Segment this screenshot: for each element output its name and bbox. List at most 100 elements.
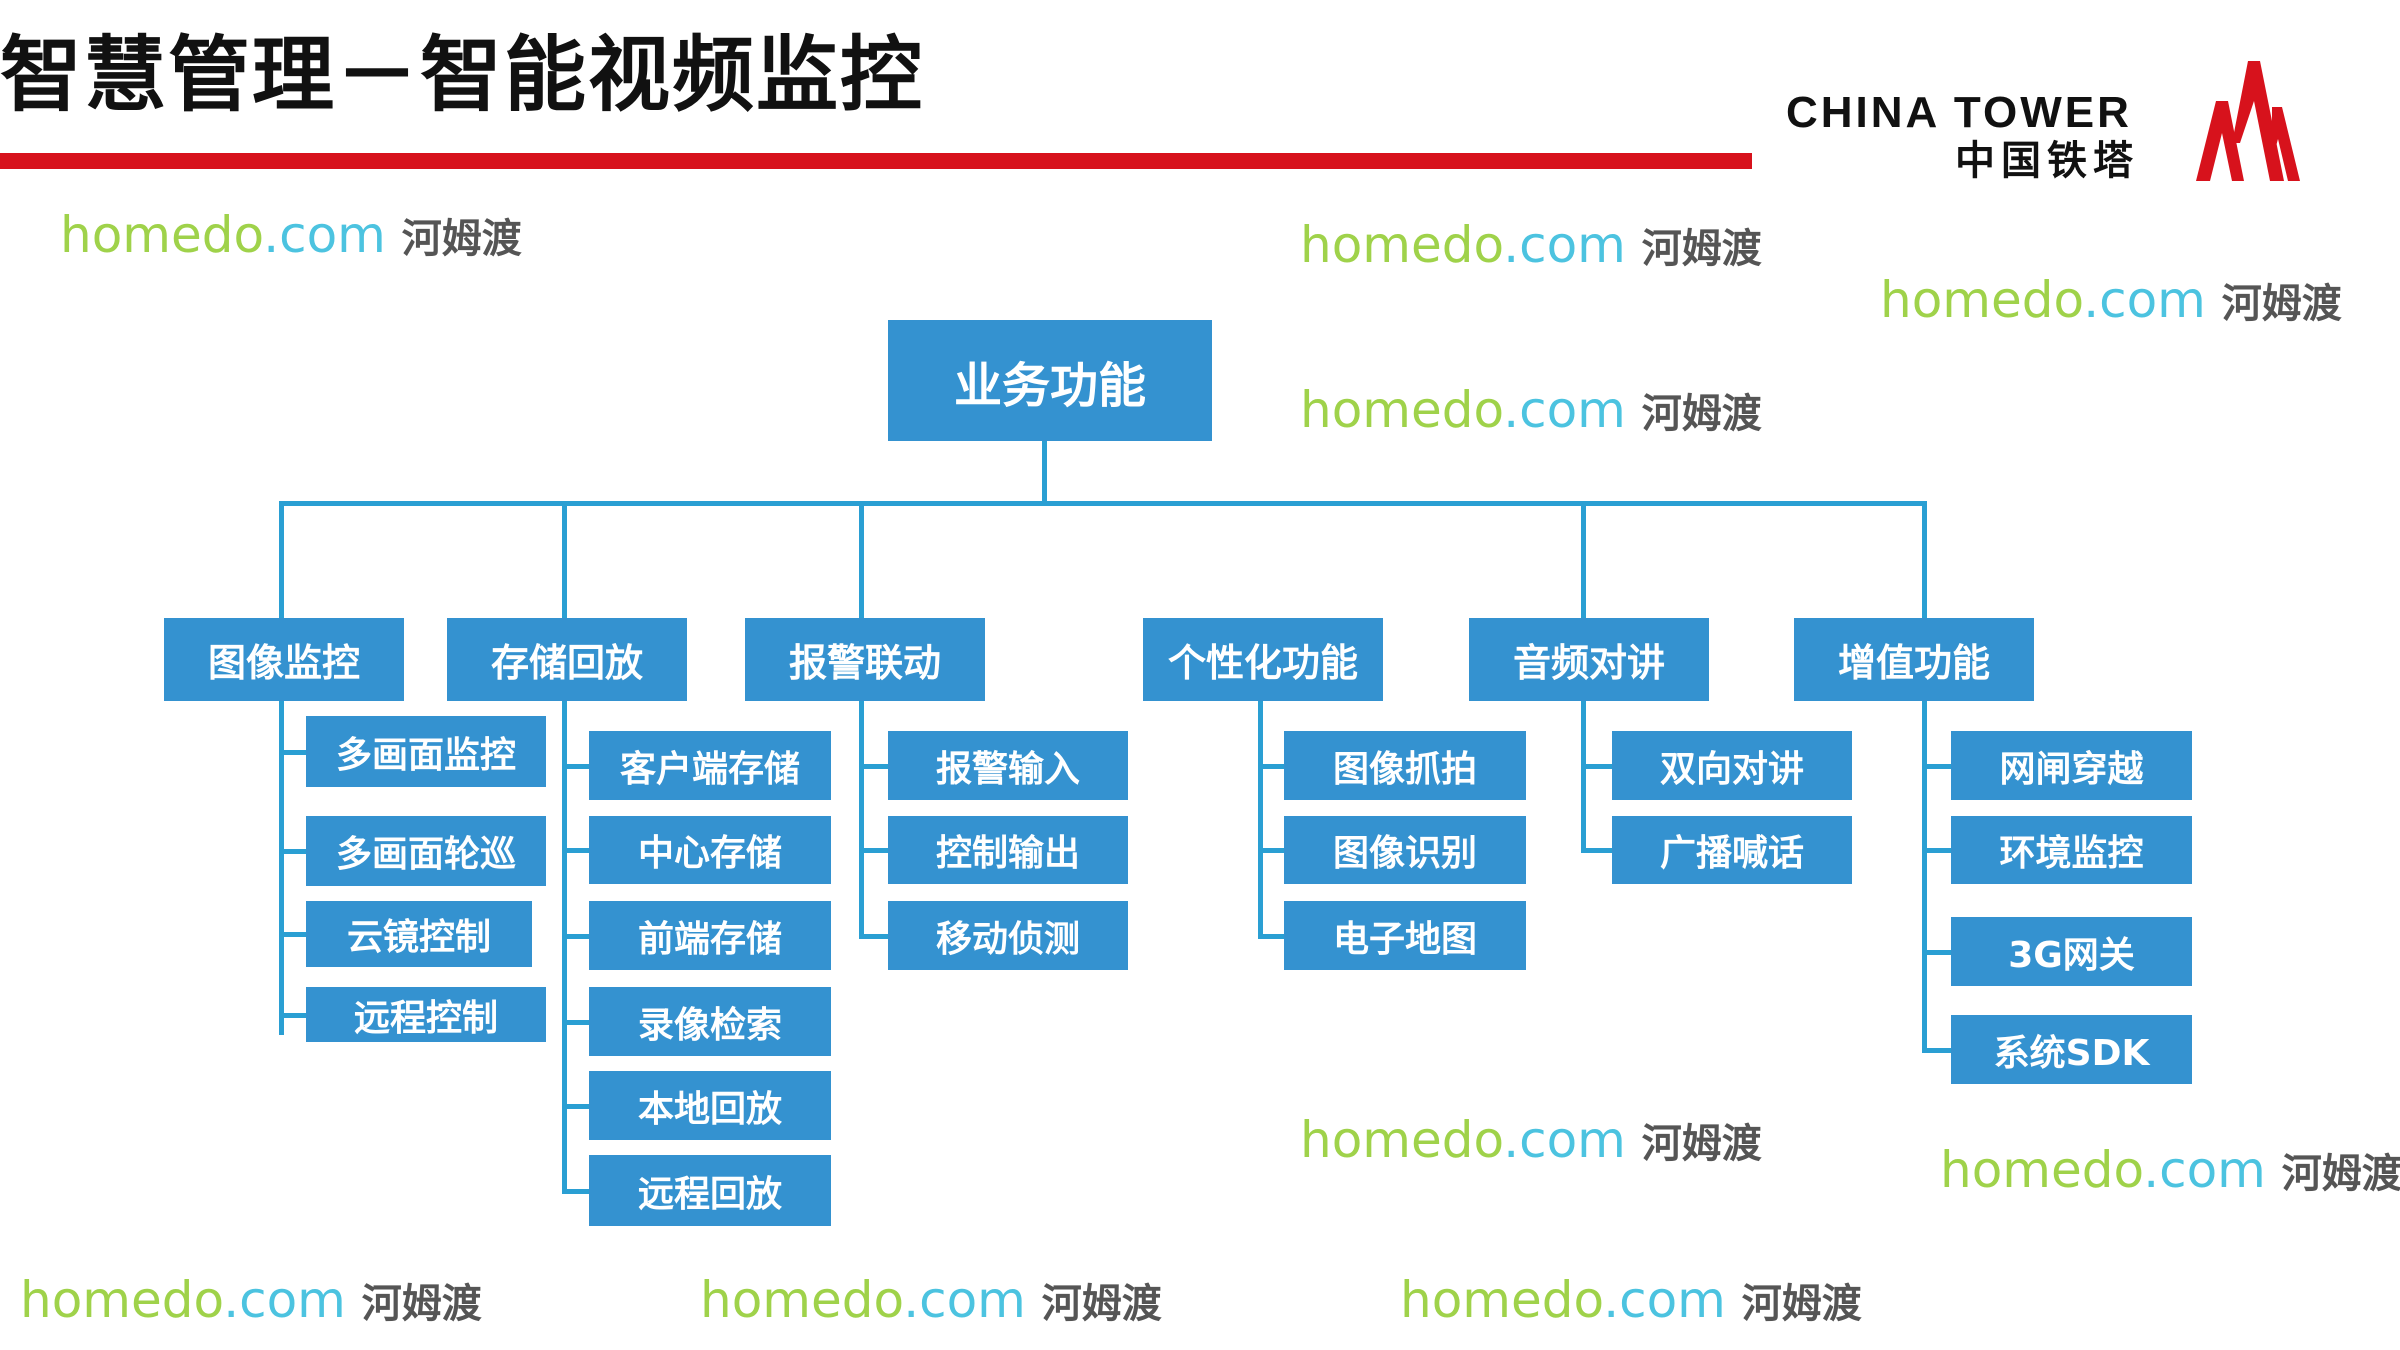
watermark-cn: 河姆渡 [1741,1281,1862,1327]
child-connector [859,933,888,939]
watermark-site: homedo [1300,1111,1504,1169]
child-connector [279,849,306,854]
watermark-domain: .com [1503,216,1642,274]
child-box: 多画面轮巡 [306,816,546,886]
group-spine [1581,701,1586,852]
watermark-domain: .com [1603,1271,1742,1329]
group-box: 存储回放 [447,618,687,701]
child-box: 本地回放 [589,1071,831,1140]
group-connector [859,503,864,620]
child-connector [1581,848,1612,853]
child-connector [279,932,306,937]
child-box: 3G网关 [1951,917,2192,986]
child-connector [562,933,589,939]
group-spine [1258,701,1263,938]
group-box: 报警联动 [745,618,985,701]
child-box: 双向对讲 [1612,731,1852,800]
watermark-cn: 河姆渡 [1641,391,1762,437]
child-box: 移动侦测 [888,901,1128,970]
group-connector [562,503,567,620]
watermark: homedo.com 河姆渡 [20,1270,482,1334]
watermark-site: homedo [1300,381,1504,439]
watermark-cn: 河姆渡 [1041,1281,1162,1327]
watermark: homedo.com 河姆渡 [60,205,522,269]
watermark-site: homedo [1940,1141,2144,1199]
child-box: 广播喊话 [1612,816,1852,884]
child-connector [859,848,888,853]
china-tower-logo-icon [2196,61,2300,181]
watermark-cn: 河姆渡 [401,216,522,262]
watermark: homedo.com 河姆渡 [1300,380,1762,444]
child-connector [1258,848,1284,853]
child-connector [562,1019,589,1025]
group-connector [1581,503,1586,620]
watermark: homedo.com 河姆渡 [700,1270,1162,1334]
child-connector [1922,763,1951,769]
watermark-site: homedo [700,1271,904,1329]
watermark-cn: 河姆渡 [1641,1121,1762,1167]
child-connector [1922,949,1951,955]
watermark-domain: .com [263,206,402,264]
child-box: 中心存储 [589,816,831,884]
child-box: 图像抓拍 [1284,731,1526,800]
logo-text-en: CHINA TOWER [1786,88,2132,137]
watermark: homedo.com 河姆渡 [1880,270,2342,334]
watermark-cn: 河姆渡 [2221,281,2342,327]
watermark-site: homedo [20,1271,224,1329]
group-box: 图像监控 [164,618,404,701]
child-connector [279,749,306,755]
watermark-domain: .com [1503,381,1642,439]
child-connector [279,1012,306,1018]
watermark-site: homedo [60,206,264,264]
watermark-site: homedo [1880,271,2084,329]
child-connector [562,1188,589,1194]
child-box: 远程控制 [306,987,546,1042]
group-spine [562,701,567,1193]
page-title: 智慧管理－智能视频监控 [0,28,925,123]
watermark-cn: 河姆渡 [1641,226,1762,272]
watermark: homedo.com 河姆渡 [1940,1140,2400,1204]
child-connector [1922,1047,1951,1053]
watermark: homedo.com 河姆渡 [1300,1110,1762,1174]
logo-text-cn: 中国铁塔 [1955,138,2139,184]
child-box: 图像识别 [1284,816,1526,884]
child-box: 报警输入 [888,731,1128,800]
child-box: 前端存储 [589,901,831,970]
watermark-domain: .com [2083,271,2222,329]
watermark-site: homedo [1400,1271,1604,1329]
child-connector [1258,763,1284,769]
child-connector [1581,763,1612,769]
child-box: 电子地图 [1284,901,1526,970]
group-box: 增值功能 [1794,618,2034,701]
child-connector [562,848,589,853]
watermark-domain: .com [2143,1141,2282,1199]
child-box: 远程回放 [589,1155,831,1226]
watermark-site: homedo [1300,216,1504,274]
title-underline [0,153,1752,169]
group-box: 个性化功能 [1143,618,1383,701]
child-box: 多画面监控 [306,716,546,787]
root-box: 业务功能 [888,320,1212,441]
child-box: 系统SDK [1951,1015,2192,1084]
group-spine [279,701,284,1035]
child-box: 录像检索 [589,987,831,1056]
group-spine [1922,701,1927,1052]
group-connector [1922,503,1927,620]
child-connector [562,763,589,769]
child-connector [859,763,888,769]
child-connector [1258,933,1284,939]
child-box: 网闸穿越 [1951,731,2192,800]
watermark: homedo.com 河姆渡 [1400,1270,1862,1334]
group-box: 音频对讲 [1469,618,1709,701]
watermark-cn: 河姆渡 [2281,1151,2400,1197]
watermark: homedo.com 河姆渡 [1300,215,1762,279]
child-box: 控制输出 [888,816,1128,884]
root-connector [1042,441,1047,505]
child-box: 环境监控 [1951,816,2192,884]
watermark-domain: .com [903,1271,1042,1329]
watermark-domain: .com [223,1271,362,1329]
child-connector [562,1103,589,1109]
child-connector [1922,848,1951,853]
child-box: 云镜控制 [306,901,532,967]
group-connector [279,503,284,620]
